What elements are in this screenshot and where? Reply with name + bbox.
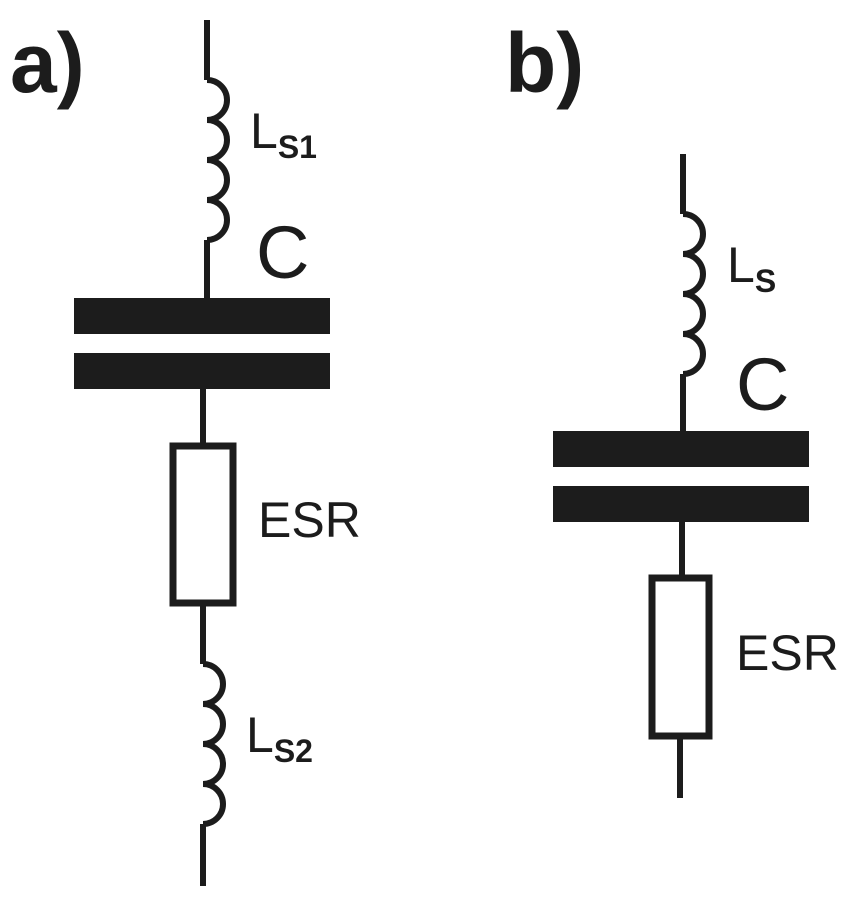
inductor-ls-label: LS: [727, 237, 776, 299]
inductor-ls2-label: LS2: [246, 707, 313, 769]
inductor-ls2-coil: [202, 661, 226, 827]
capacitor-b-label: C: [736, 343, 789, 426]
capacitor-b-plate-top: [553, 431, 809, 467]
resistor-b-esr: [648, 574, 713, 740]
panel-label-b: b): [505, 16, 584, 110]
capacitor-b-plate-bottom: [553, 486, 809, 522]
capacitor-a-label: C: [256, 211, 309, 294]
circuit-a: a) LS1 C ESR LS2: [10, 16, 361, 886]
capacitor-a-plate-bottom: [74, 353, 330, 389]
circuit-b: b) LS C ESR: [505, 16, 839, 798]
resistor-b-label: ESR: [736, 625, 839, 681]
panel-label-a: a): [10, 16, 85, 110]
inductor-ls1-label: LS1: [250, 103, 317, 165]
capacitor-a-plate-top: [74, 298, 330, 334]
inductor-ls-coil: [682, 211, 706, 377]
resistor-a-label: ESR: [258, 492, 361, 548]
inductor-ls1-coil: [206, 77, 230, 243]
resistor-a-esr: [169, 442, 237, 607]
